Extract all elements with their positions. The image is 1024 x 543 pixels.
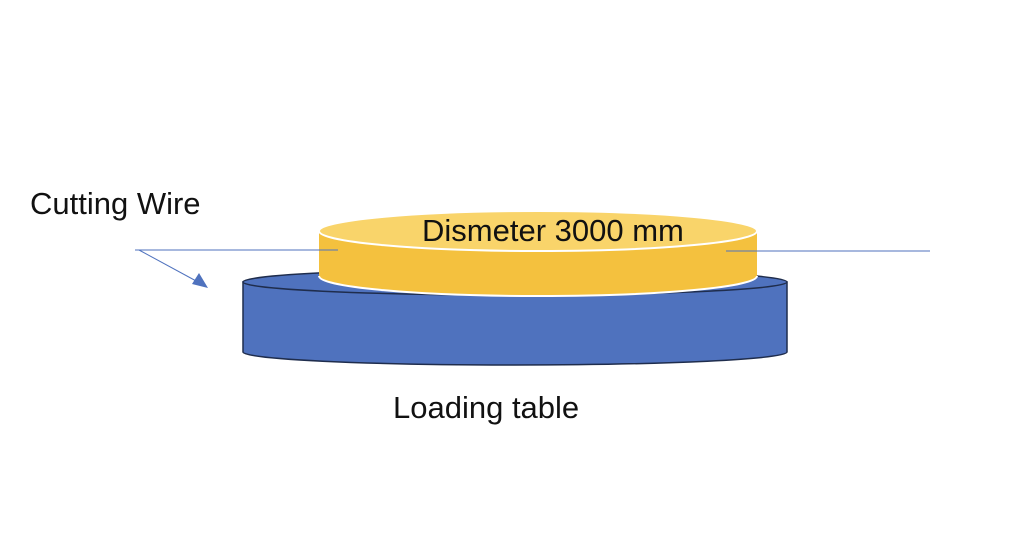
loading-table-label: Loading table [393, 390, 580, 425]
workpiece-top [318, 210, 758, 252]
wire-pointer-shaft [138, 249, 199, 283]
workpiece-disc [318, 210, 758, 297]
wire-pointer-arrow [138, 249, 208, 288]
cutting-wire-label: Cutting Wire [30, 186, 201, 221]
wire-pointer-head [192, 273, 208, 288]
workpiece-diameter-label: Dismeter 3000 mm [422, 213, 684, 248]
loading-table-side [242, 281, 788, 366]
workpiece-bottom-rim [318, 275, 758, 297]
cutting-wire [135, 249, 930, 252]
